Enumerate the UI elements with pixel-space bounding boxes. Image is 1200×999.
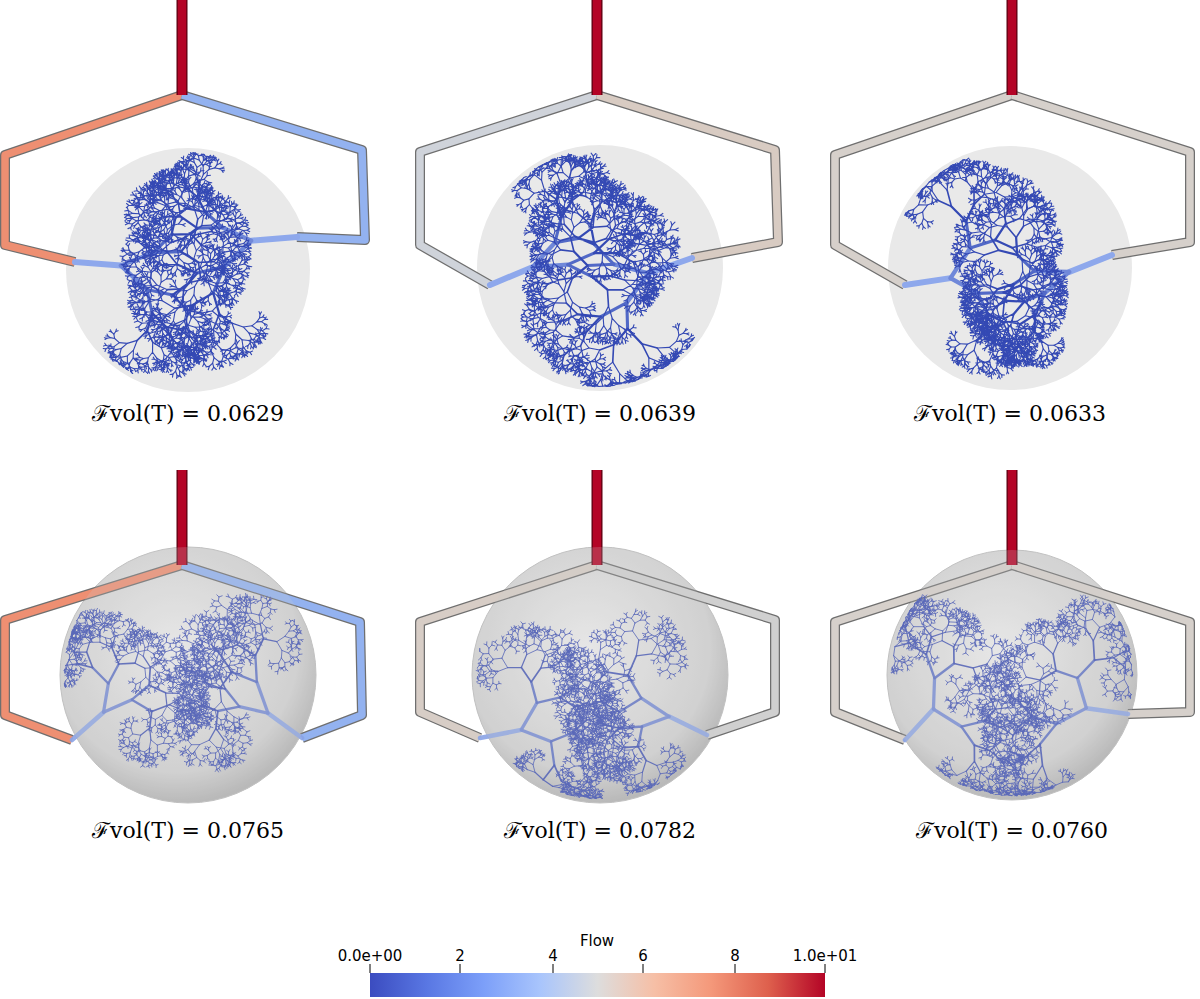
sphere-veil (887, 550, 1137, 800)
tick-label: 4 (548, 947, 558, 965)
volume-value: ℱvol(T) = 0.0633 (914, 397, 1106, 427)
tick-mark (460, 964, 461, 973)
vessel-tree (905, 158, 1069, 379)
volume-value: ℱvol(T) = 0.0760 (916, 814, 1108, 844)
inlet-outline (177, 0, 188, 95)
vessel-panel (5, 470, 362, 803)
colorbar-title: Flow (580, 932, 614, 950)
colorbar (370, 964, 825, 997)
inlet-outline (1007, 0, 1018, 95)
vessel-tree (75, 237, 297, 266)
tissue-sphere (887, 550, 1137, 800)
pipe (5, 95, 182, 262)
colorbar-gradient (370, 973, 825, 997)
tick-label: 1.0e+01 (793, 947, 858, 965)
vessel-panel (835, 470, 1190, 800)
volume-value: ℱvol(T) = 0.0782 (504, 814, 696, 844)
tick-label: 0.0e+00 (338, 947, 403, 965)
volume-value: ℱvol(T) = 0.0639 (504, 397, 696, 427)
tick-label: 6 (638, 947, 648, 965)
vessel-panel (5, 0, 365, 392)
tick-label: 2 (455, 947, 465, 965)
tick-mark (735, 964, 736, 973)
pipe-outline (5, 95, 182, 262)
tissue-sphere (472, 547, 728, 803)
vessel-panel (420, 0, 778, 391)
inlet-outline (592, 0, 603, 95)
volume-value: ℱvol(T) = 0.0629 (92, 397, 284, 427)
vessel-panel (420, 470, 775, 803)
vessel-tree (109, 156, 262, 372)
tick-mark (825, 964, 826, 973)
tick-mark (370, 964, 371, 973)
tick-mark (553, 964, 554, 973)
vessel-panel (835, 0, 1190, 390)
tick-mark (643, 964, 644, 973)
vessel-tree (905, 255, 1112, 285)
vessel-tree (512, 153, 695, 387)
inlet-pipe (1008, 0, 1017, 95)
tissue-disc (66, 148, 310, 392)
inlet-pipe (178, 0, 187, 95)
sphere-veil (472, 547, 728, 803)
vessel-tree (906, 160, 1067, 376)
tissue-disc (477, 145, 723, 391)
tissue-disc (888, 146, 1132, 390)
tissue-sphere (60, 547, 316, 803)
vessel-tree (103, 152, 269, 378)
tick-label: 8 (730, 947, 740, 965)
volume-value: ℱvol(T) = 0.0765 (92, 814, 284, 844)
inlet-pipe (593, 0, 602, 95)
sphere-veil (60, 547, 316, 803)
